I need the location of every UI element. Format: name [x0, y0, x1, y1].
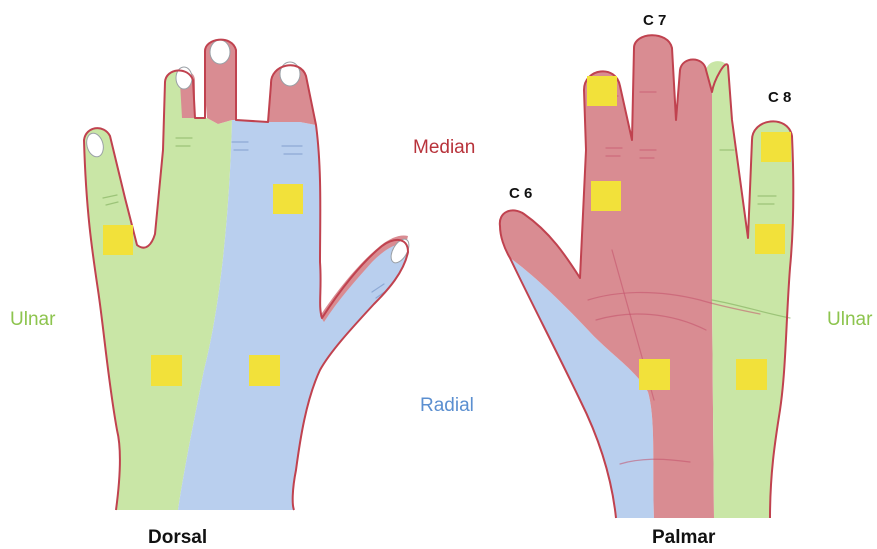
label-c6: C 6: [509, 185, 532, 202]
dorsal-marker-radial-hand: [249, 355, 280, 386]
palmar-marker-median-palm: [639, 359, 670, 390]
palmar-marker-ulnar-palm: [736, 359, 767, 390]
dorsal-marker-pinky: [103, 225, 133, 255]
palmar-hand: [500, 35, 794, 518]
label-c8: C 8: [768, 89, 791, 106]
palmar-marker-index-tip: [587, 76, 617, 106]
label-ulnar-left: Ulnar: [10, 309, 56, 330]
label-median: Median: [413, 137, 475, 158]
label-dorsal: Dorsal: [148, 527, 207, 548]
dorsal-hand: [84, 40, 413, 510]
palmar-ulnar-region: [706, 61, 793, 518]
dorsal-marker-index: [273, 184, 303, 214]
palmar-marker-pinky-tip: [761, 132, 791, 162]
dorsal-middle-nail: [210, 40, 230, 64]
label-palmar: Palmar: [652, 527, 716, 548]
palmar-marker-pinky-base: [755, 224, 785, 254]
label-ulnar-right: Ulnar: [827, 309, 873, 330]
palmar-marker-index-mid: [591, 181, 621, 211]
dorsal-marker-ulnar-hand: [151, 355, 182, 386]
label-c7: C 7: [643, 12, 666, 29]
label-radial: Radial: [420, 395, 474, 416]
